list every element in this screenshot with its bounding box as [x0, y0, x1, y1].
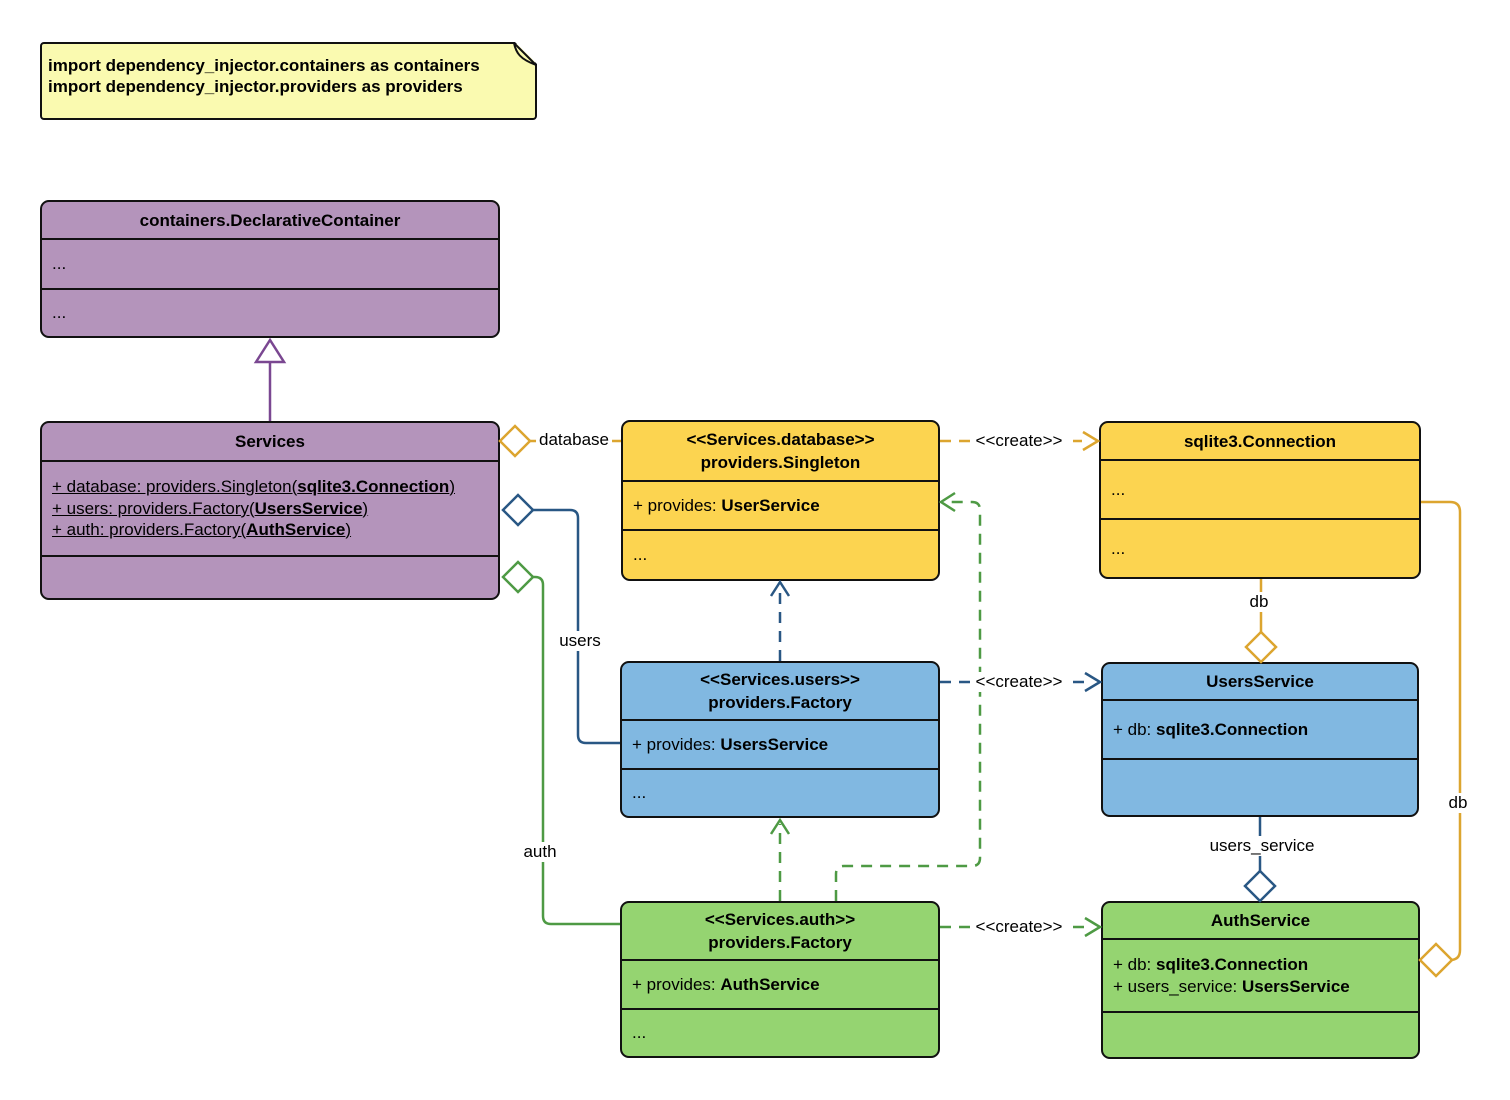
edge-label-create-users: <<create>>	[972, 672, 1066, 692]
section-text: ...	[52, 254, 67, 273]
section-text: ...	[632, 1023, 647, 1042]
class-title-text: providers.Singleton	[700, 453, 861, 472]
edge-label-create-auth: <<create>>	[972, 917, 1066, 937]
section-text: ...	[1111, 479, 1126, 499]
class-sqlite-connection: sqlite3.Connection ... ...	[1099, 421, 1421, 579]
edge-label-db-right: db	[1445, 793, 1471, 813]
class-auth-service-methods	[1103, 1011, 1418, 1057]
class-sqlite-connection-title: sqlite3.Connection	[1101, 423, 1419, 459]
class-title-text: containers.DeclarativeContainer	[139, 210, 401, 230]
class-sqlite-connection-methods: ...	[1101, 518, 1419, 577]
class-users-service-title: UsersService	[1103, 664, 1417, 699]
class-services-methods	[42, 555, 498, 598]
edge-label-database: database	[536, 430, 612, 450]
class-database-singleton: <<Services.database>> providers.Singleto…	[621, 420, 940, 581]
class-services: Services + database: providers.Singleton…	[40, 421, 500, 600]
stereotype-text: <<Services.users>>	[700, 670, 860, 689]
class-title-text: providers.Factory	[708, 933, 852, 952]
attribute-users-service: + users_service: UsersService	[1113, 976, 1350, 996]
class-title-text: AuthService	[1210, 911, 1311, 930]
attribute-database: + database: providers.Singleton(sqlite3.…	[52, 477, 455, 497]
edge-label-auth: auth	[520, 842, 560, 862]
aggregation-users-service-edge	[1243, 817, 1277, 903]
class-auth-factory-attributes: + provides: AuthService	[622, 959, 938, 1008]
edge-label-users-service: users_service	[1206, 836, 1318, 856]
attribute-auth: + auth: providers.Factory(AuthService)	[52, 520, 352, 540]
class-auth-service-title: AuthService	[1103, 903, 1418, 938]
attribute-db: + db: sqlite3.Connection	[1113, 954, 1309, 974]
note-line: import dependency_injector.providers as …	[48, 77, 463, 96]
attribute-db: + db: sqlite3.Connection	[1113, 719, 1309, 739]
edge-label-users: users	[556, 631, 604, 651]
class-auth-factory-methods: ...	[622, 1008, 938, 1056]
aggregation-auth-edge	[501, 560, 620, 926]
stereotype-text: <<Services.auth>>	[704, 910, 856, 929]
section-text: ...	[52, 303, 67, 322]
edge-label-create-database: <<create>>	[972, 431, 1066, 451]
class-users-factory-attributes: + provides: UsersService	[622, 719, 938, 768]
class-title-text: providers.Factory	[708, 693, 852, 712]
aggregation-db-authservice-edge	[1418, 500, 1462, 978]
edge-label-db-mid: db	[1246, 592, 1272, 612]
class-database-singleton-attributes: + provides: UserService	[623, 480, 938, 529]
class-users-service-attributes: + db: sqlite3.Connection	[1103, 699, 1417, 758]
class-declarative-container-attributes: ...	[42, 238, 498, 288]
class-services-attributes: + database: providers.Singleton(sqlite3.…	[42, 460, 498, 555]
class-title-text: Services	[235, 432, 305, 451]
note-fold-icon	[513, 42, 537, 66]
section-text: ...	[1111, 538, 1126, 558]
stereotype-text: <<Services.database>>	[686, 430, 875, 449]
attribute-users: + users: providers.Factory(UsersService)	[52, 498, 369, 518]
class-users-factory-methods: ...	[622, 768, 938, 816]
class-users-service-methods	[1103, 758, 1417, 815]
note-line: import dependency_injector.containers as…	[48, 56, 480, 75]
class-auth-factory-title: <<Services.auth>> providers.Factory	[622, 903, 938, 959]
class-declarative-container: containers.DeclarativeContainer ... ...	[40, 200, 500, 338]
class-title-text: sqlite3.Connection	[1183, 431, 1337, 451]
generalization-edge	[253, 337, 287, 421]
dependency-auth-to-users-edge	[769, 817, 791, 901]
class-declarative-container-title: containers.DeclarativeContainer	[42, 202, 498, 238]
class-users-service: UsersService + db: sqlite3.Connection	[1101, 662, 1419, 817]
section-text: ...	[632, 783, 647, 802]
class-users-factory-title: <<Services.users>> providers.Factory	[622, 663, 938, 719]
class-auth-service-attributes: + db: sqlite3.Connection + users_service…	[1103, 938, 1418, 1011]
attribute-provides: + provides: UserService	[633, 495, 820, 515]
aggregation-users-edge	[501, 493, 620, 745]
import-note: import dependency_injector.containers as…	[40, 42, 537, 120]
dependency-users-to-singleton-edge	[769, 579, 791, 661]
class-sqlite-connection-attributes: ...	[1101, 459, 1419, 518]
class-title-text: UsersService	[1206, 672, 1314, 691]
class-database-singleton-methods: ...	[623, 529, 938, 579]
attribute-provides: + provides: UsersService	[632, 734, 829, 754]
section-text: ...	[633, 545, 648, 564]
class-auth-service: AuthService + db: sqlite3.Connection + u…	[1101, 901, 1420, 1059]
class-declarative-container-methods: ...	[42, 288, 498, 336]
class-services-title: Services	[42, 423, 498, 460]
attribute-provides: + provides: AuthService	[632, 974, 820, 994]
class-database-singleton-title: <<Services.database>> providers.Singleto…	[623, 422, 938, 480]
class-auth-factory: <<Services.auth>> providers.Factory + pr…	[620, 901, 940, 1058]
class-users-factory: <<Services.users>> providers.Factory + p…	[620, 661, 940, 818]
